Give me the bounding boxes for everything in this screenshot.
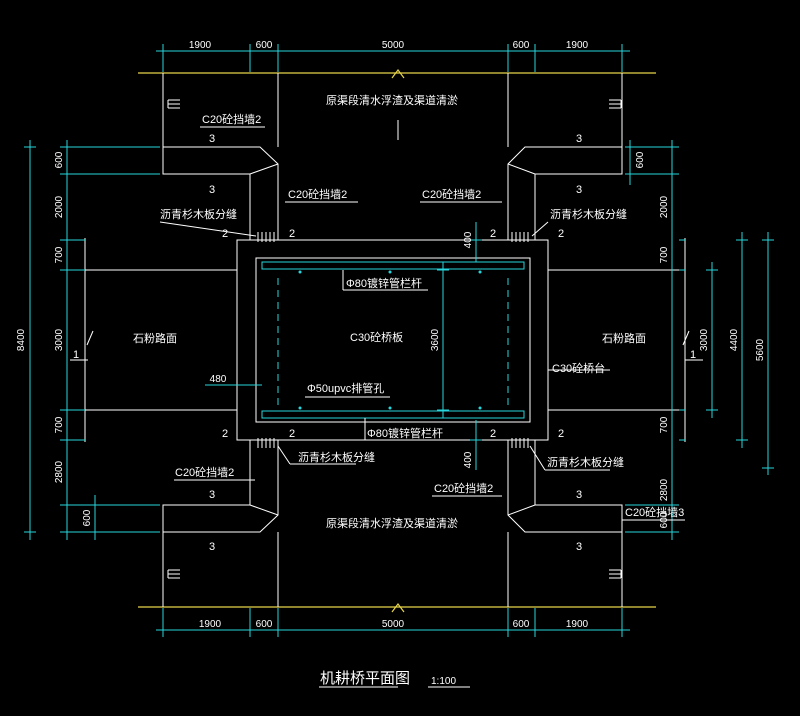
channel-edge-lines <box>138 69 656 613</box>
mark-3-g: 3 <box>576 489 582 501</box>
dim-top-4: 600 <box>513 40 530 51</box>
dim-top-1: 1900 <box>189 40 212 51</box>
wall-br-outline <box>534 440 623 607</box>
label-road-right: 石粉路面 <box>602 332 646 345</box>
mark-3-d: 3 <box>576 184 582 196</box>
dimension-lines <box>24 44 774 637</box>
dim-bottom-3: 5000 <box>382 619 405 630</box>
wall-bl-wing <box>249 504 279 516</box>
label-channel-top: 原渠段清水浮渣及渠道清淤 <box>326 93 458 107</box>
section-markers <box>70 330 703 361</box>
dim-top-2: 600 <box>256 40 273 51</box>
mark-2-f: 2 <box>289 428 295 440</box>
dim-left-7: 600 <box>82 509 93 526</box>
wall-br-inner <box>507 440 622 533</box>
dim-top-3: 5000 <box>382 40 405 51</box>
label-wall-br: C20砼挡墙3 <box>625 505 684 519</box>
mark-2-b: 2 <box>289 228 295 240</box>
dim-top-5: 1900 <box>566 40 589 51</box>
dim-rail-top: 400 <box>463 231 474 248</box>
mark-2-d: 2 <box>558 228 564 240</box>
label-road-left: 石粉路面 <box>133 332 177 345</box>
leader-lines <box>159 120 685 688</box>
wall-tl-inner <box>163 146 279 240</box>
label-wall-bl: C20砼挡墙2 <box>175 465 234 479</box>
wall-bl-outline <box>162 440 251 607</box>
section-mark-left: 1 <box>73 349 79 361</box>
wall-tr-wing <box>507 163 536 175</box>
label-rail-bottom: Φ80镀锌管栏杆 <box>367 426 443 440</box>
dim-left-1: 600 <box>54 151 65 168</box>
dim-left-outer: 8400 <box>16 328 27 351</box>
dim-right-6: 2800 <box>659 478 670 501</box>
dim-right-outer: 5600 <box>755 338 766 361</box>
label-joint-bl: 沥青杉木板分缝 <box>298 450 375 464</box>
dim-bottom-4: 600 <box>513 619 530 630</box>
drawing-title: 机耕桥平面图 <box>320 669 410 687</box>
break-mark-top <box>391 69 405 79</box>
section-mark-right: 1 <box>690 349 696 361</box>
mark-2-c: 2 <box>490 228 496 240</box>
dim-hole-offset: 480 <box>210 374 227 385</box>
label-joint-tr: 沥青杉木板分缝 <box>550 207 627 221</box>
dim-right-2: 2000 <box>659 195 670 218</box>
dim-right-4: 3000 <box>699 328 710 351</box>
mark-3-b: 3 <box>209 184 215 196</box>
label-channel-bottom: 原渠段清水浮渣及渠道清淤 <box>326 516 458 530</box>
dim-left-4: 3000 <box>54 328 65 351</box>
wall-br-wing <box>507 504 536 516</box>
road-lines <box>84 238 686 442</box>
label-wall-tr: C20砼挡墙2 <box>422 187 481 201</box>
mark-2-a: 2 <box>222 228 228 240</box>
dim-right-5: 700 <box>659 416 670 433</box>
mark-2-g: 2 <box>490 428 496 440</box>
label-deck: C30砼桥板 <box>350 330 403 344</box>
mark-3-e: 3 <box>209 489 215 501</box>
drawing-scale: 1:100 <box>431 676 456 687</box>
wall-outlines <box>162 73 623 607</box>
wall-hatching <box>167 99 622 579</box>
dim-left-6: 2800 <box>54 460 65 483</box>
mark-3-h: 3 <box>576 541 582 553</box>
dim-bottom-1: 1900 <box>199 619 222 630</box>
wall-tl-wing <box>249 163 279 175</box>
label-wall-tl: C20砼挡墙2 <box>202 112 261 126</box>
label-abutment: C30砼桥台 <box>552 361 605 375</box>
mark-2-e: 2 <box>222 428 228 440</box>
wall-tr-inner <box>507 146 622 240</box>
railing-posts <box>298 270 482 410</box>
dim-right-7: 600 <box>659 511 670 528</box>
label-drain-hole: Φ50upvc排管孔 <box>307 381 384 395</box>
dim-bottom-5: 1900 <box>566 619 589 630</box>
label-joint-br: 沥青杉木板分缝 <box>547 455 624 469</box>
dim-right-1: 600 <box>635 151 646 168</box>
mark-2-h: 2 <box>558 428 564 440</box>
mark-3-f: 3 <box>209 541 215 553</box>
mark-3-a: 3 <box>209 133 215 145</box>
wall-bl-inner <box>163 440 279 533</box>
mark-3-c: 3 <box>576 133 582 145</box>
label-joint-tl: 沥青杉木板分缝 <box>160 207 237 221</box>
dim-left-3: 700 <box>54 246 65 263</box>
joint-marks <box>257 232 529 448</box>
dim-deck-width: 3600 <box>430 328 441 351</box>
railing-top <box>261 261 525 270</box>
wall-tr-outline <box>534 73 623 240</box>
dim-left-5: 700 <box>54 416 65 433</box>
dim-right-3: 700 <box>659 246 670 263</box>
wall-tl-outline <box>162 73 251 240</box>
deck-outline <box>255 257 531 423</box>
dim-bottom-2: 600 <box>256 619 273 630</box>
railing-bottom <box>261 410 525 419</box>
label-wall-bm: C20砼挡墙2 <box>434 481 493 495</box>
label-wall-tm: C20砼挡墙2 <box>288 187 347 201</box>
break-mark-bottom <box>391 603 405 613</box>
dim-right-mid: 4400 <box>729 328 740 351</box>
dim-rail-bottom: 400 <box>463 451 474 468</box>
dim-left-2: 2000 <box>54 195 65 218</box>
label-rail-top: Φ80镀锌管栏杆 <box>346 276 422 290</box>
